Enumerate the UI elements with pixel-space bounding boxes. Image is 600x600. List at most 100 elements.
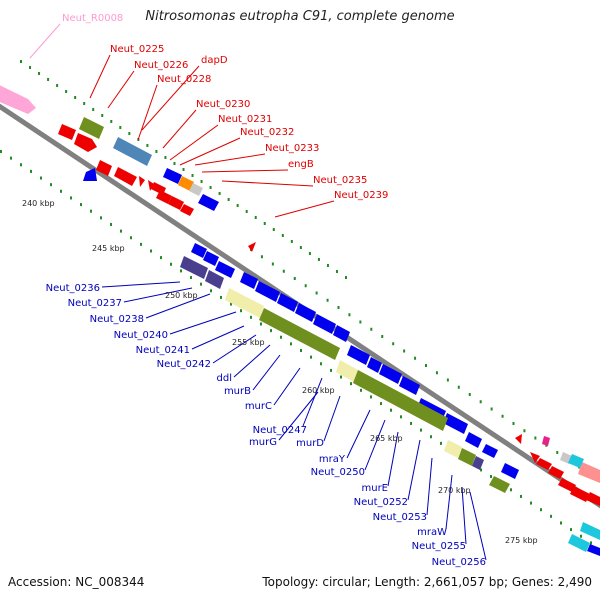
leader-line: [278, 391, 319, 441]
outer-tick: [56, 84, 59, 87]
forward-gene-label: Neut_0232: [240, 127, 294, 138]
inner-tick: [440, 441, 442, 445]
outer-tick: [83, 102, 86, 105]
leader-line: [162, 109, 197, 149]
forward-gene-label: Neut_0225: [110, 44, 164, 55]
outer-tick: [218, 192, 221, 195]
inner-tick: [360, 388, 362, 392]
outer-tick: [345, 276, 347, 279]
inner-tick: [380, 402, 382, 406]
mid-tick: [304, 284, 307, 288]
scale-label: 265 kbp: [370, 434, 403, 443]
mid-tick: [326, 298, 329, 302]
mid-tick: [457, 385, 460, 389]
leader-line: [233, 344, 271, 378]
scale-label: 260 kbp: [302, 386, 335, 395]
outer-tick: [227, 198, 230, 201]
reverse-features-lower: [180, 243, 600, 556]
mid-tick: [523, 429, 526, 433]
reverse-gene-label: murD: [296, 438, 324, 449]
inner-tick: [580, 534, 582, 538]
outer-tick: [29, 66, 32, 69]
leader-line: [323, 395, 341, 442]
reverse-gene-label: murC: [245, 401, 272, 412]
leader-line: [169, 311, 237, 335]
inner-tick: [370, 395, 372, 399]
forward-gene-label: Neut_0230: [196, 99, 250, 110]
inner-tick: [170, 262, 172, 266]
reverse-gene-label: Neut_0252: [354, 497, 408, 508]
scale-label: 245 kbp: [92, 244, 125, 253]
mid-tick: [501, 414, 504, 418]
inner-tick: [90, 209, 92, 213]
rna-feature: [0, 85, 36, 114]
topology-summary: Topology: circular; Length: 2,661,057 bp…: [262, 575, 592, 589]
inner-tick: [140, 242, 142, 246]
scale-label: 255 kbp: [232, 338, 265, 347]
scale-label: 240 kbp: [22, 199, 55, 208]
reverse-gene-label: Neut_0256: [432, 557, 486, 568]
leader-line: [387, 431, 399, 487]
outer-tick: [281, 234, 284, 237]
outer-tick: [236, 204, 239, 207]
inner-tick: [60, 189, 62, 193]
mid-tick: [260, 255, 263, 259]
outer-tick: [335, 270, 338, 273]
outer-tick: [110, 120, 113, 123]
inner-tick: [200, 282, 202, 286]
outer-tick: [290, 240, 293, 243]
map-title: Nitrosomonas eutropha C91, complete geno…: [145, 9, 455, 24]
outer-tick: [155, 150, 158, 153]
accession-text: Accession: NC_008344: [8, 575, 145, 589]
mid-tick: [403, 349, 406, 353]
forward-gene-label: Neut_0226: [134, 60, 188, 71]
mid-tick: [293, 277, 296, 280]
mid-tick: [381, 335, 384, 338]
leader-line: [274, 200, 335, 218]
mid-tick: [359, 320, 362, 324]
inner-tick: [230, 302, 232, 306]
leader-lines: [29, 23, 487, 561]
tick-rings: [0, 60, 592, 545]
leader-line: [221, 180, 314, 187]
scale-label: 270 kbp: [438, 486, 471, 495]
reverse-gene-label: ddl: [217, 373, 232, 384]
mid-tick: [556, 451, 559, 454]
outer-tick: [164, 156, 167, 159]
leader-line: [461, 486, 467, 545]
inner-tick: [240, 309, 242, 313]
inner-tick: [70, 196, 72, 200]
inner-tick: [300, 349, 302, 352]
leader-line: [179, 137, 241, 166]
mid-tick: [370, 327, 373, 331]
forward-gene-label: Neut_0239: [334, 190, 388, 201]
outer-tick: [119, 126, 122, 129]
leader-line: [123, 287, 193, 303]
outer-tick: [182, 168, 185, 171]
forward-gene-label: Neut_R0008: [62, 13, 123, 24]
inner-tick: [50, 183, 52, 187]
inner-tick: [40, 176, 42, 180]
forward-gene-label: Neut_0235: [313, 175, 367, 186]
forward-gene-label: Neut_0228: [157, 74, 211, 85]
leader-line: [426, 457, 433, 516]
leader-line: [273, 367, 301, 406]
outer-tick: [47, 78, 50, 81]
leader-line: [145, 293, 211, 319]
inner-tick: [350, 382, 352, 386]
forward-gene-label: Neut_0231: [218, 114, 272, 125]
mid-tick: [414, 356, 417, 360]
reverse-gene-label: Neut_0236: [46, 283, 100, 294]
inner-tick: [20, 163, 22, 167]
inner-tick: [340, 375, 342, 379]
outer-tick: [245, 210, 248, 213]
outer-tick: [191, 174, 194, 177]
reverse-gene-label: mraW: [417, 527, 447, 538]
mid-tick: [425, 364, 427, 367]
leader-line: [101, 281, 181, 288]
mid-tick: [479, 400, 482, 404]
leader-line: [212, 334, 257, 364]
leader-line: [252, 354, 281, 391]
